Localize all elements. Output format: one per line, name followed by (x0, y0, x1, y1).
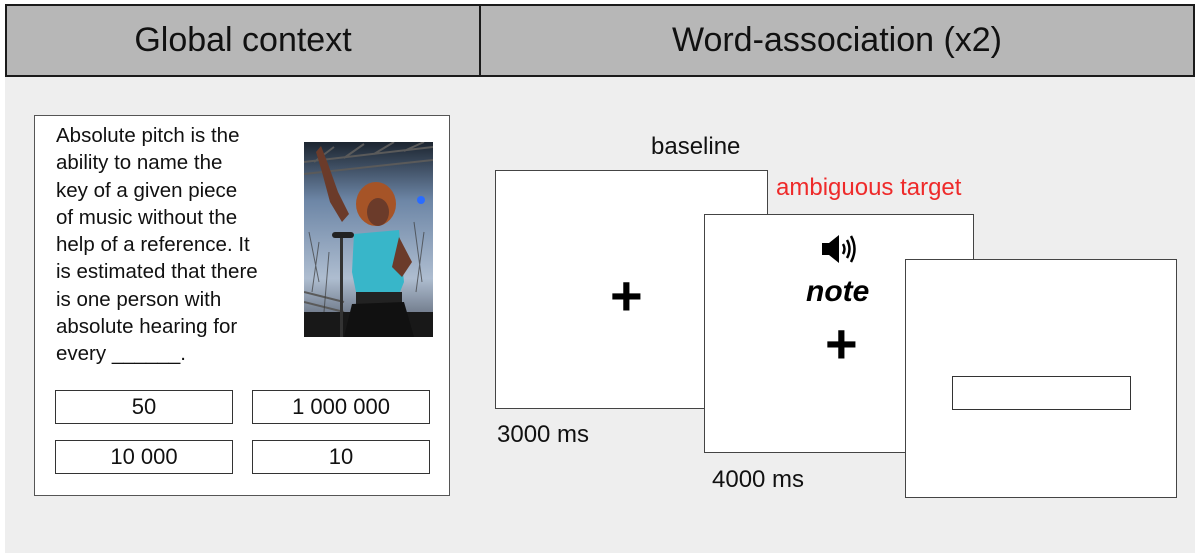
passage-line: absolute hearing for (56, 315, 238, 339)
target-duration: 4000 ms (712, 466, 805, 493)
passage-line: key of a given piece (56, 178, 238, 202)
response-input-box[interactable] (952, 376, 1131, 410)
baseline-duration: 3000 ms (497, 421, 590, 448)
passage-line: help of a reference. It (56, 233, 250, 257)
answer-choice-1000000[interactable]: 1 000 000 (252, 390, 430, 424)
answer-choice-10000[interactable]: 10 000 (55, 440, 233, 474)
word-association-title: Word-association (x2) (671, 21, 1003, 59)
answer-choice-10[interactable]: 10 (252, 440, 430, 474)
singer-photo (304, 142, 433, 337)
passage-line: ability to name the (56, 151, 223, 175)
passage-line: Absolute pitch is the (56, 124, 240, 147)
passage-line: every ______. (56, 342, 186, 366)
target-fixation-cross: + (825, 312, 858, 375)
answer-choice-50[interactable]: 50 (55, 390, 233, 424)
baseline-label: baseline (651, 133, 741, 160)
header-bar: Global context Word-association (x2) (5, 4, 1195, 77)
passage-text: Absolute pitch is the ability to name th… (56, 122, 282, 368)
passage-line: is one person with (56, 287, 222, 311)
baseline-fixation-cross: + (610, 264, 643, 327)
passage-line: is estimated that there (56, 260, 258, 284)
speaker-icon (820, 233, 860, 265)
target-word: note (806, 275, 870, 308)
global-context-title: Global context (7, 6, 481, 75)
passage-line: of music without the (56, 205, 238, 229)
target-label: ambiguous target (776, 174, 962, 201)
